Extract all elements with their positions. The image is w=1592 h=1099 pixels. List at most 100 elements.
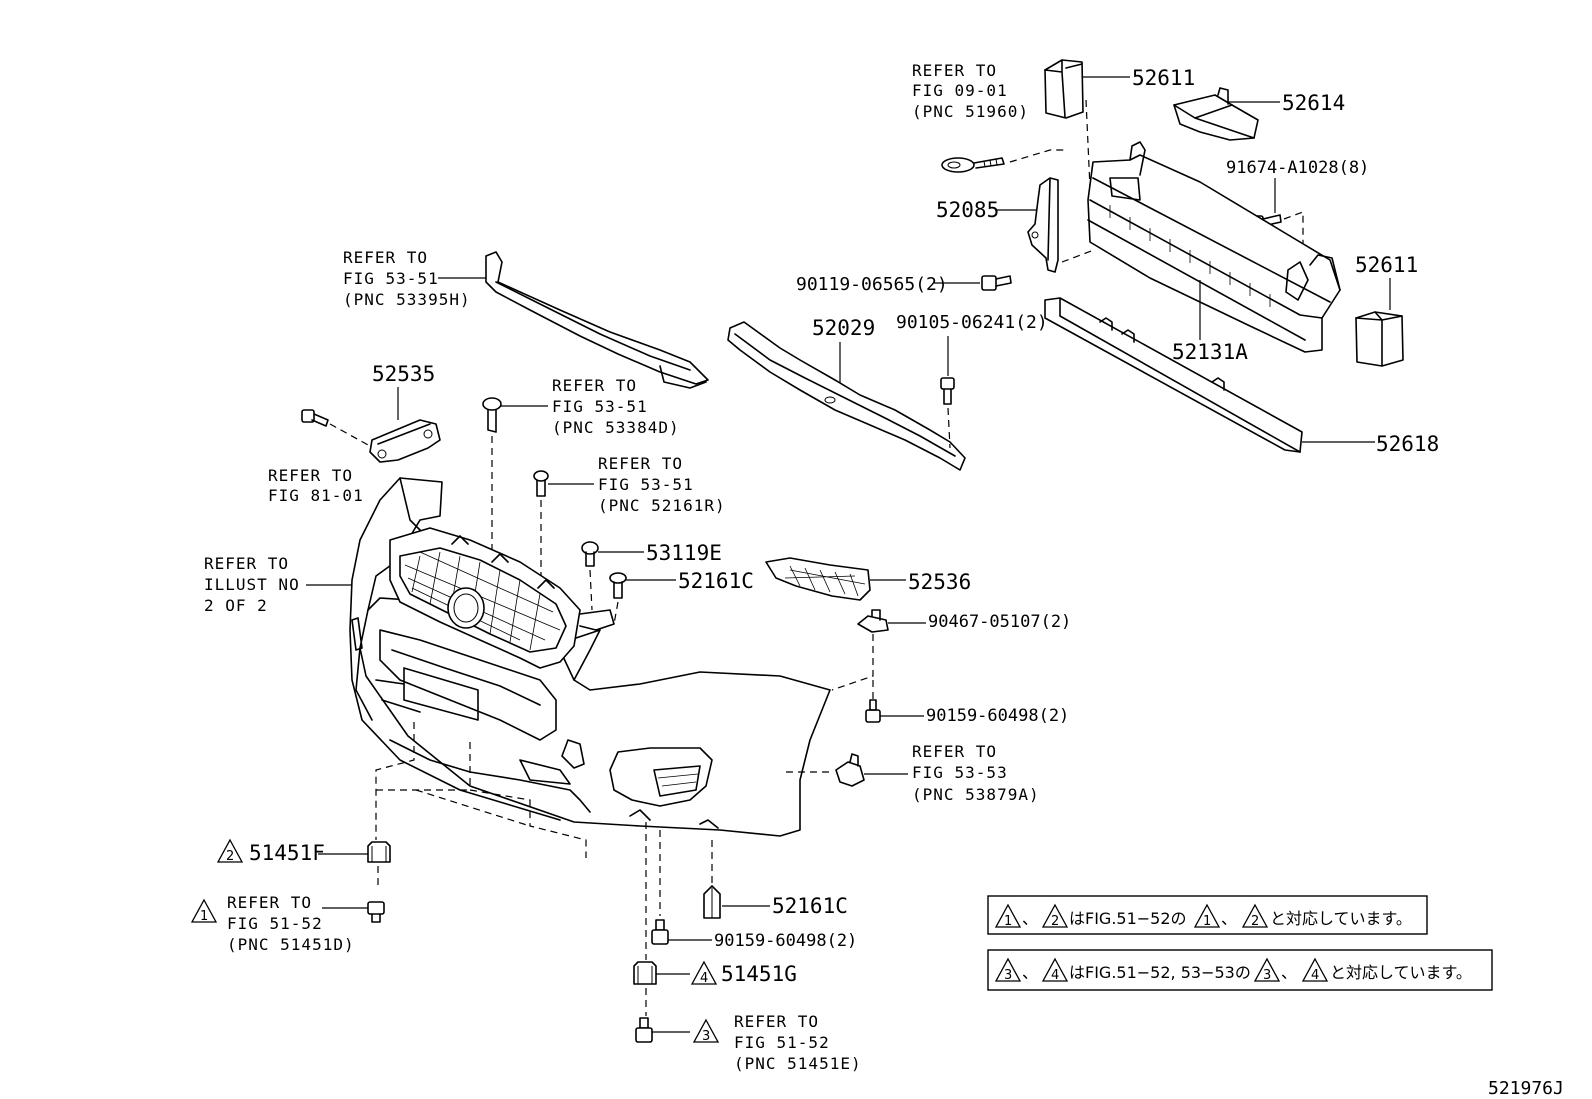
eye-bolt [941, 157, 1005, 173]
svg-text:1: 1 [200, 909, 208, 924]
svg-text:(PNC 53395H): (PNC 53395H) [343, 290, 471, 309]
bolt-90105[interactable] [940, 377, 955, 405]
screw-90159-b[interactable] [651, 919, 669, 945]
nut-51451G[interactable] [633, 961, 657, 985]
svg-text:FIG 53-51: FIG 53-51 [598, 475, 694, 494]
label-90119: 90119-06565(2) [796, 274, 948, 295]
refer-to-fig-51-52-e: REFER TO FIG 51-52 (PNC 51451E) [734, 1012, 862, 1073]
clip-53879A [835, 753, 865, 787]
note-1: 1 、 2 はFIG.51−52の 1 、 2 と対応しています。 [987, 895, 1428, 935]
screw-81-01 [301, 409, 329, 427]
svg-text:2: 2 [1051, 914, 1059, 929]
label-52085: 52085 [936, 198, 999, 222]
clip-53384D [482, 397, 502, 433]
tri-3: 3 [692, 1018, 720, 1044]
nut-51451F[interactable] [367, 841, 391, 863]
svg-text:ILLUST NO: ILLUST NO [204, 575, 300, 594]
refer-to-fig-81-01: REFER TO FIG 81-01 [268, 466, 364, 505]
label-52161C-top: 52161C [678, 569, 754, 593]
svg-text:FIG 53-51: FIG 53-51 [552, 397, 648, 416]
svg-text:(PNC 53384D): (PNC 53384D) [552, 418, 680, 437]
svg-text:REFER TO: REFER TO [227, 893, 312, 912]
svg-text:REFER TO: REFER TO [552, 376, 637, 395]
svg-text:REFER TO: REFER TO [912, 61, 997, 80]
label-51451F: 51451F [249, 841, 325, 865]
bolt-90119[interactable] [981, 275, 1012, 291]
spacer-52611-top[interactable] [1044, 59, 1084, 119]
label-52611-top: 52611 [1132, 66, 1195, 90]
svg-text:FIG 51-52: FIG 51-52 [227, 914, 323, 933]
screw-90159-a[interactable] [865, 699, 881, 723]
bracket-52535[interactable] [369, 419, 441, 463]
svg-text:REFER TO: REFER TO [598, 454, 683, 473]
svg-text:REFER TO: REFER TO [268, 466, 353, 485]
clip-52161C-bottom[interactable] [703, 885, 721, 919]
label-53119E: 53119E [646, 541, 722, 565]
label-90159-b: 90159-60498(2) [714, 931, 857, 951]
svg-text:と対応しています。: と対応しています。 [1330, 963, 1472, 982]
clip-90467[interactable] [857, 609, 889, 633]
svg-text:REFER TO: REFER TO [912, 742, 997, 761]
svg-text:(PNC 53879A): (PNC 53879A) [912, 785, 1040, 804]
label-52161C-bottom: 52161C [772, 894, 848, 918]
spacer-52611-right[interactable] [1355, 311, 1404, 367]
svg-text:3: 3 [1004, 968, 1012, 983]
svg-text:4: 4 [1311, 968, 1319, 983]
label-52029: 52029 [812, 316, 875, 340]
svg-text:、: 、 [1022, 963, 1038, 982]
label-52614: 52614 [1282, 91, 1345, 115]
refer-to-fig-53-51-mid: REFER TO FIG 53-51 (PNC 53384D) [552, 376, 680, 437]
svg-text:3: 3 [1263, 968, 1271, 983]
refer-to-fig-53-51-r: REFER TO FIG 53-51 (PNC 52161R) [598, 454, 726, 515]
ref-fig-09-01: REFER TO FIG 09-01 (PNC 51960) [912, 61, 1029, 121]
bolt-51451E [635, 1017, 653, 1043]
svg-text:3: 3 [702, 1029, 710, 1044]
absorber-52618[interactable] [1044, 297, 1303, 453]
svg-text:(PNC 51451E): (PNC 51451E) [734, 1054, 862, 1073]
bracket-52085[interactable] [1027, 177, 1059, 273]
svg-text:FIG 51-52: FIG 51-52 [734, 1033, 830, 1052]
reinforcement-52131A[interactable] [1087, 141, 1341, 353]
refer-to-fig-53-51-top: REFER TO FIG 53-51 (PNC 53395H) [343, 248, 471, 309]
svg-text:はFIG.51−52, 53−53の: はFIG.51−52, 53−53の [1069, 963, 1251, 982]
label-90159-a: 90159-60498(2) [926, 706, 1069, 726]
stay-53395H [485, 251, 709, 389]
svg-text:FIG 53-51: FIG 53-51 [343, 269, 439, 288]
svg-text:2 OF 2: 2 OF 2 [204, 596, 268, 615]
svg-text:1: 1 [1203, 914, 1211, 929]
label-52131A: 52131A [1172, 340, 1248, 364]
bracket-52536[interactable] [765, 557, 871, 601]
svg-text:(PNC 52161R): (PNC 52161R) [598, 496, 726, 515]
label-52535: 52535 [372, 362, 435, 386]
svg-text:FIG 09-01: FIG 09-01 [912, 81, 1008, 100]
label-90105: 90105-06241(2) [896, 312, 1048, 333]
svg-text:4: 4 [1051, 968, 1059, 983]
tri-4-51451G: 4 [690, 960, 718, 986]
svg-text:、: 、 [1281, 963, 1297, 982]
bolt-51451D [367, 901, 385, 923]
label-51451G: 51451G [721, 962, 797, 986]
clip-52161C-top[interactable] [609, 572, 627, 599]
svg-text:FIG 81-01: FIG 81-01 [268, 486, 364, 505]
bracket-52614[interactable] [1173, 87, 1259, 141]
label-52611-right: 52611 [1355, 253, 1418, 277]
refer-to-illust: REFER TO ILLUST NO 2 OF 2 [204, 554, 300, 615]
support-52029[interactable] [727, 321, 966, 471]
clip-53119E[interactable] [581, 541, 599, 567]
figure-code: 521976J [1488, 1078, 1564, 1099]
label-91674: 91674-A1028(8) [1226, 158, 1369, 178]
svg-text:と対応しています。: と対応しています。 [1270, 909, 1412, 928]
svg-text:REFER TO: REFER TO [204, 554, 289, 573]
svg-text:REFER TO: REFER TO [343, 248, 428, 267]
tri-2-51451F: 2 [216, 838, 244, 864]
refer-to-fig-51-52-d: REFER TO FIG 51-52 (PNC 51451D) [227, 893, 355, 954]
svg-text:、: 、 [1022, 909, 1038, 928]
radiator-grille [389, 527, 615, 669]
svg-text:(PNC 51960): (PNC 51960) [912, 102, 1029, 121]
svg-text:(PNC 51451D): (PNC 51451D) [227, 935, 355, 954]
label-52618: 52618 [1376, 432, 1439, 456]
note-2: 3 、 4 はFIG.51−52, 53−53の 3 、 4 と対応しています。 [987, 949, 1493, 991]
refer-to-fig-53-53: REFER TO FIG 53-53 (PNC 53879A) [912, 742, 1040, 804]
svg-text:はFIG.51−52の: はFIG.51−52の [1069, 909, 1187, 928]
